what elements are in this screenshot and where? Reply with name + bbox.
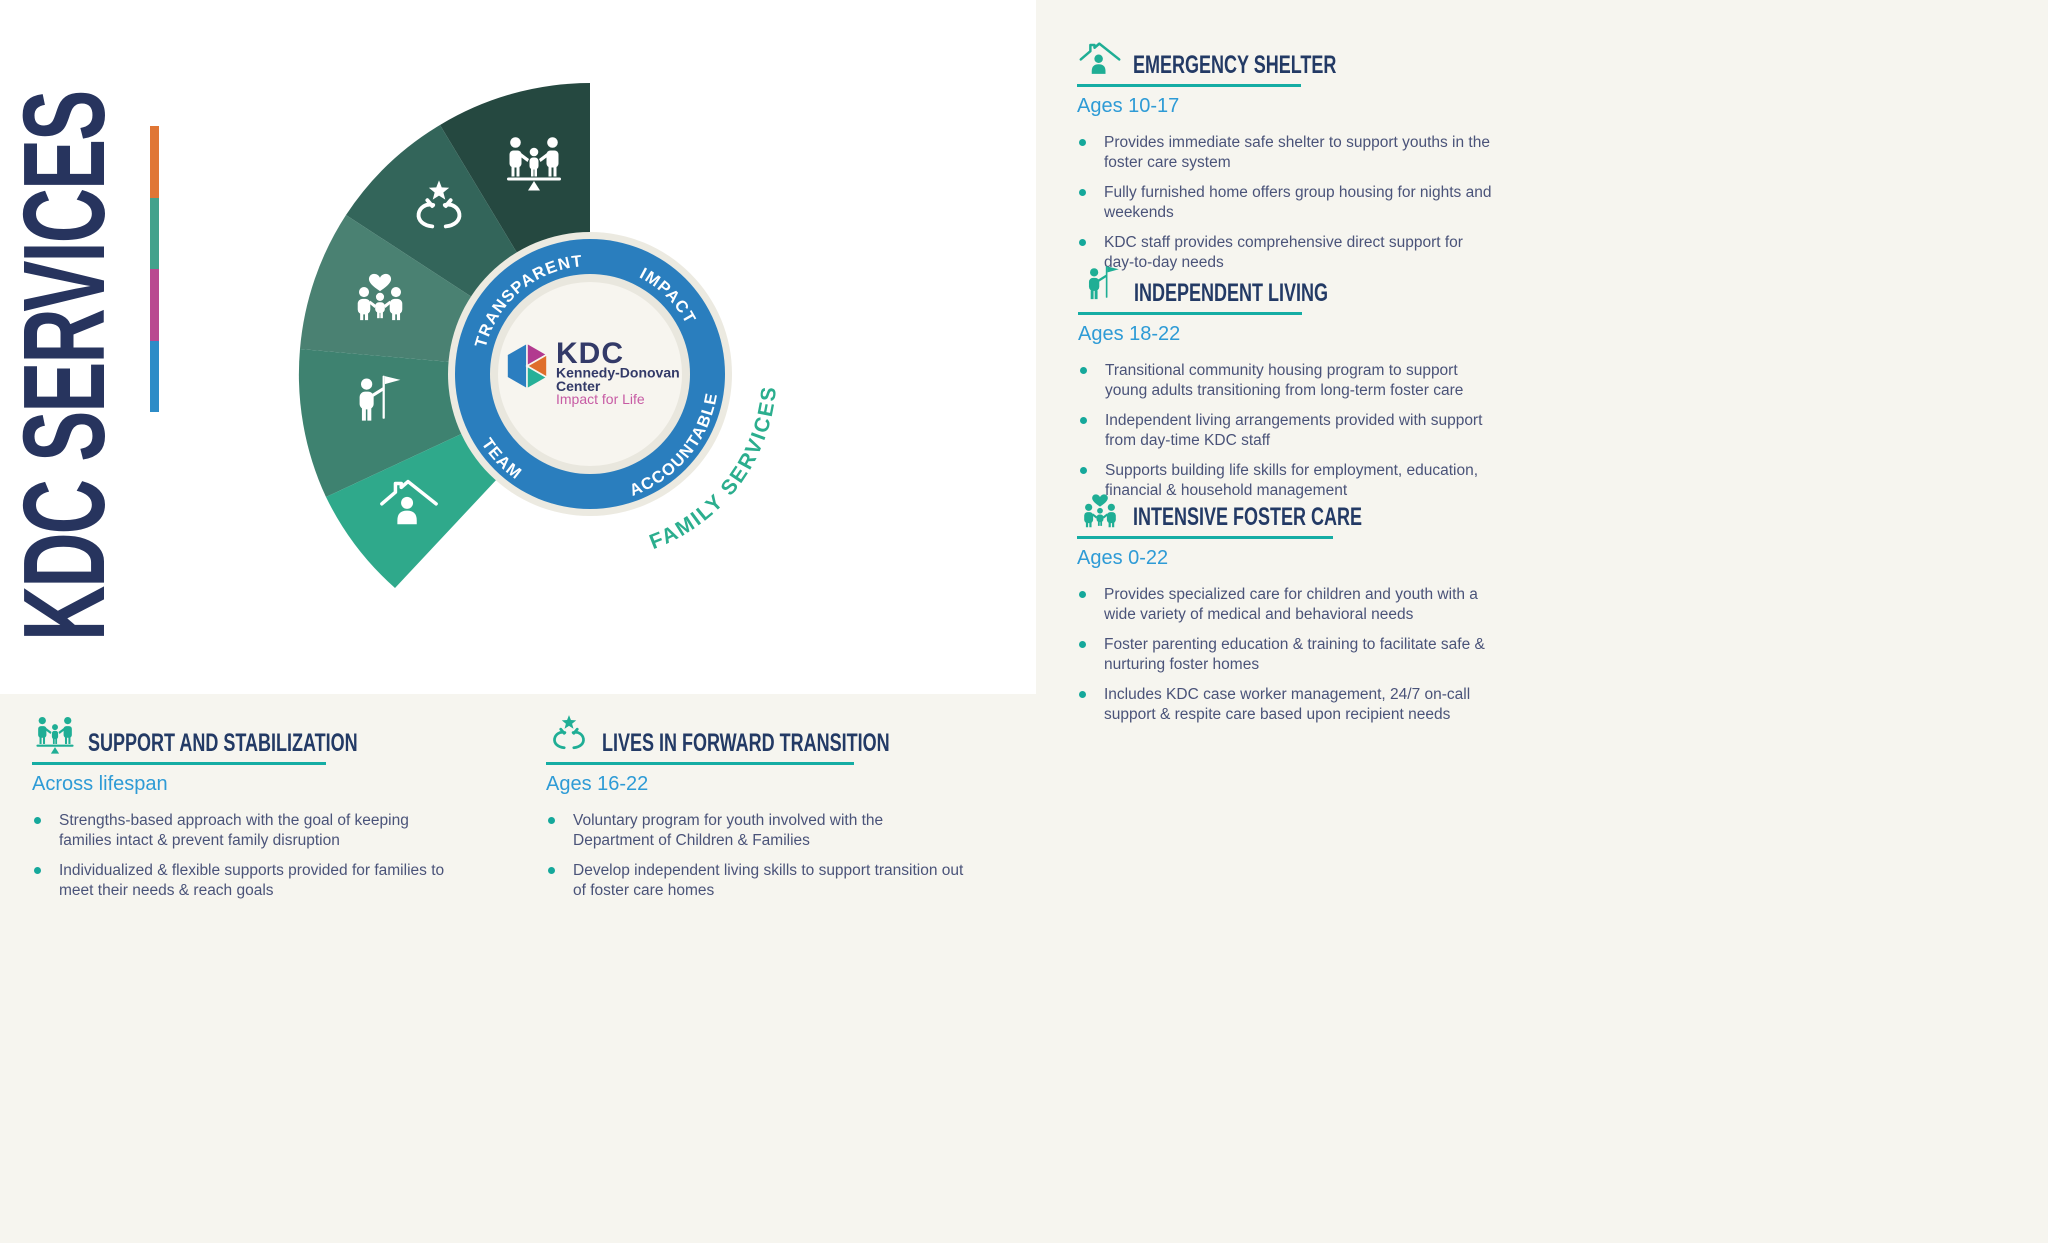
accent-bar-segment-green	[150, 197, 159, 269]
bullet-dot	[1079, 188, 1086, 196]
section-ages: Ages 18-22	[1078, 323, 1181, 345]
bullet-dot	[548, 817, 555, 824]
section-ages: Ages 10-17	[1077, 95, 1180, 117]
bullet-item: Supports building life skills for employ…	[1080, 461, 1495, 502]
bullet-list: Provides immediate safe shelter to suppo…	[1077, 133, 1494, 274]
section-header: SUPPORT AND STABILIZATION	[32, 712, 358, 765]
bullet-dot	[34, 866, 41, 874]
bullet-item: Provides specialized care for children a…	[1079, 585, 1494, 626]
logo-tagline: Impact for Life	[556, 391, 645, 407]
bullet-text: Develop independent living skills to sup…	[573, 861, 964, 900]
bullet-item: KDC staff provides comprehensive direct …	[1079, 233, 1494, 274]
bullet-text: Provides immediate safe shelter to suppo…	[1104, 134, 1490, 172]
section-title: INTENSIVE FOSTER CARE	[1133, 502, 1363, 531]
bullet-list: Transitional community housing program t…	[1078, 361, 1495, 502]
bullet-item: Individualized & flexible supports provi…	[34, 861, 446, 902]
section-header: INTENSIVE FOSTER CARE	[1077, 486, 1363, 539]
section-header: EMERGENCY SHELTER	[1077, 34, 1337, 87]
bullet-text: Provides specialized care for children a…	[1104, 586, 1478, 624]
bullet-text: Voluntary program for youth involved wit…	[573, 812, 884, 850]
section-title: EMERGENCY SHELTER	[1133, 50, 1337, 79]
bullet-dot	[1079, 591, 1086, 598]
section-header: LIVES IN FORWARD TRANSITION	[546, 712, 890, 765]
bullet-list: Provides specialized care for children a…	[1077, 585, 1494, 726]
section-title: SUPPORT AND STABILIZATION	[88, 728, 358, 757]
services-wheel-diagram: TRANSPARENT IMPACT TEAM ACCOUNTABLE FAMI…	[298, 83, 779, 588]
bullet-list: Strengths-based approach with the goal o…	[32, 811, 446, 902]
accent-bar	[150, 126, 159, 412]
page-title: KDC SERVICES	[0, 91, 129, 641]
flag-person-icon	[1078, 262, 1124, 306]
bullet-text: Strengths-based approach with the goal o…	[59, 812, 409, 850]
family-heart-icon	[1077, 486, 1123, 530]
section-ages: Ages 16-22	[546, 773, 649, 795]
accent-bar-segment-orange	[150, 126, 159, 198]
bullet-dot	[1080, 466, 1087, 474]
bullet-item: Independent living arrangements provided…	[1080, 411, 1495, 452]
bullet-dot	[34, 817, 41, 824]
section-lives-in-forward-transition: LIVES IN FORWARD TRANSITION Ages 16-22 V…	[546, 712, 968, 911]
bullet-text: Individualized & flexible supports provi…	[59, 861, 445, 900]
logo-hexagon	[506, 341, 549, 391]
core-ring	[448, 232, 732, 516]
section-header: INDEPENDENT LIVING	[1078, 262, 1329, 315]
bullet-text: Transitional community housing program t…	[1105, 362, 1464, 400]
accent-bar-segment-blue	[150, 340, 159, 412]
bullet-dot	[1080, 367, 1087, 374]
right-panel-background	[1036, 0, 2048, 1243]
section-ages: Across lifespan	[32, 773, 168, 795]
bullet-item: Develop independent living skills to sup…	[548, 861, 968, 902]
section-ages: Ages 0-22	[1077, 547, 1169, 569]
bullet-text: Supports building life skills for employ…	[1105, 461, 1479, 500]
bullet-text: Fully furnished home offers group housin…	[1104, 183, 1492, 222]
bullet-text: Independent living arrangements provided…	[1105, 411, 1483, 450]
section-title: LIVES IN FORWARD TRANSITION	[602, 728, 890, 757]
section-intensive-foster-care: INTENSIVE FOSTER CARE Ages 0-22 Provides…	[1077, 486, 1494, 735]
section-independent-living: INDEPENDENT LIVING Ages 18-22 Transition…	[1078, 262, 1495, 511]
bullet-dot	[1079, 690, 1086, 698]
logo-name-line1: Kennedy-Donovan	[556, 365, 680, 381]
bullet-item: Foster parenting education & training to…	[1079, 635, 1494, 676]
bullet-dot	[1079, 139, 1086, 146]
bullet-item: Strengths-based approach with the goal o…	[34, 811, 446, 852]
section-emergency-shelter: EMERGENCY SHELTER Ages 10-17 Provides im…	[1077, 34, 1494, 283]
bullet-dot	[1080, 416, 1087, 424]
bullet-dot	[1079, 238, 1086, 246]
accent-bar-segment-magenta	[150, 269, 159, 341]
bullet-text: KDC staff provides comprehensive direct …	[1104, 233, 1463, 272]
bullet-item: Voluntary program for youth involved wit…	[548, 811, 968, 852]
kdc-logo: KDC Kennedy-Donovan Center Impact for Li…	[506, 337, 680, 407]
bullet-item: Provides immediate safe shelter to suppo…	[1079, 133, 1494, 174]
roof-person-icon	[1077, 34, 1123, 78]
bullet-item: Fully furnished home offers group housin…	[1079, 183, 1494, 224]
bullet-item: Includes KDC case worker management, 24/…	[1079, 685, 1494, 726]
section-support-and-stabilization: SUPPORT AND STABILIZATION Across lifespa…	[32, 712, 446, 911]
family-balance-icon	[32, 712, 78, 756]
bullet-text: Includes KDC case worker management, 24/…	[1104, 685, 1471, 724]
bullet-list: Voluntary program for youth involved wit…	[546, 811, 968, 902]
bullet-text: Foster parenting education & training to…	[1104, 635, 1485, 674]
bullet-dot	[1079, 640, 1086, 648]
logo-name-line2: Center	[556, 378, 601, 394]
hands-star-icon	[546, 712, 592, 756]
bottom-panel-background	[0, 694, 1036, 1243]
logo-abbr: KDC	[556, 337, 624, 370]
bullet-dot	[548, 866, 555, 874]
bullet-item: Transitional community housing program t…	[1080, 361, 1495, 402]
section-title: INDEPENDENT LIVING	[1134, 278, 1329, 307]
